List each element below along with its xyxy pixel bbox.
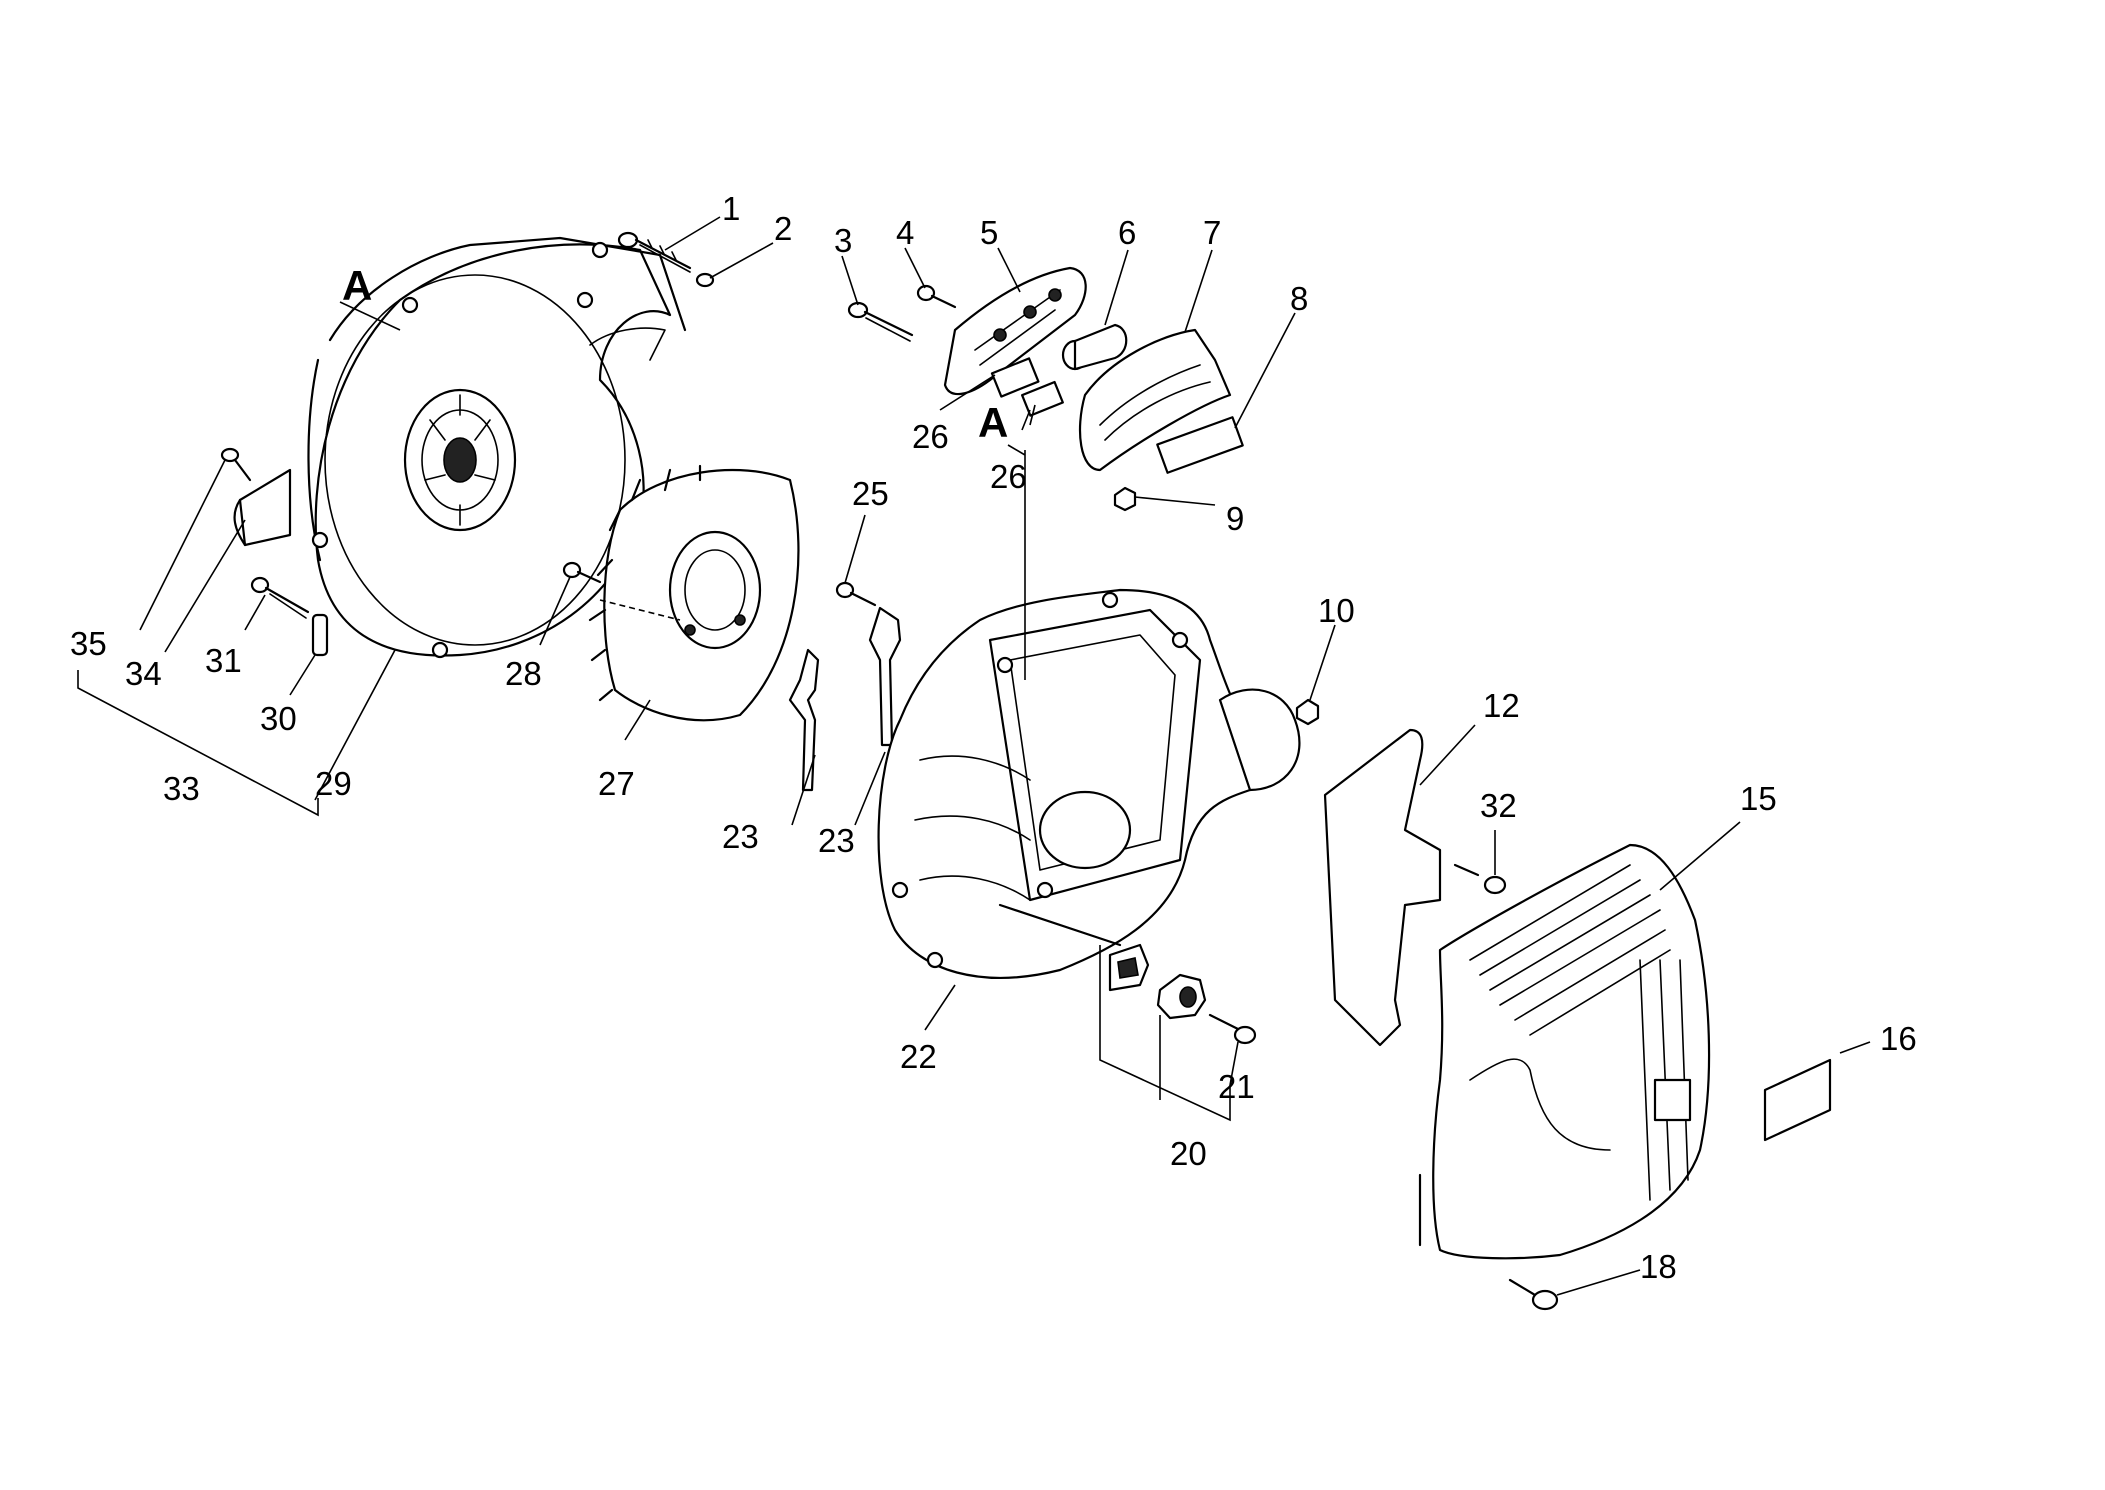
bolt-28 <box>562 561 602 584</box>
callout-16: 16 <box>1880 1020 1917 1057</box>
callout-20: 20 <box>1170 1135 1207 1172</box>
nut-9 <box>1113 486 1137 512</box>
label-26-b <box>1021 380 1064 417</box>
callout-33: 33 <box>163 770 200 807</box>
bracket-34 <box>220 447 292 547</box>
fan-impeller <box>588 464 800 722</box>
callout-23-right: 23 <box>818 822 855 859</box>
callout-29: 29 <box>315 765 352 802</box>
callout-7: 7 <box>1203 214 1221 251</box>
callout-1: 1 <box>722 190 740 227</box>
callout-3: 3 <box>834 222 852 259</box>
bracket-20-b <box>1156 973 1207 1020</box>
callout-18: 18 <box>1640 1248 1677 1285</box>
callout-2: 2 <box>774 210 792 247</box>
callout-30: 30 <box>260 700 297 737</box>
callout-23-left: 23 <box>722 818 759 855</box>
plate-23-left <box>788 648 820 792</box>
callout-35: 35 <box>70 625 107 662</box>
label-16 <box>1763 1058 1832 1142</box>
callout-4: 4 <box>896 214 914 251</box>
callout-5: 5 <box>980 214 998 251</box>
marker-a-handle: A <box>978 399 1008 446</box>
plate-23-right <box>868 606 902 747</box>
callout-28: 28 <box>505 655 542 692</box>
handle-5 <box>943 266 1087 396</box>
callout-27: 27 <box>598 765 635 802</box>
heat-shield-12 <box>1323 728 1442 1047</box>
label-26-a <box>990 357 1040 398</box>
bolt-21 <box>1208 1013 1257 1045</box>
nut-10 <box>1295 698 1320 726</box>
callout-31: 31 <box>205 642 242 679</box>
callout-labels: A A 1 2 3 4 5 6 7 8 9 10 12 15 16 18 20 … <box>70 190 1917 1285</box>
callout-32: 32 <box>1480 787 1517 824</box>
leader-lines <box>77 216 1871 1296</box>
callout-10: 10 <box>1318 592 1355 629</box>
spacer-6 <box>1061 323 1128 371</box>
bolt-18 <box>1508 1278 1559 1311</box>
fan-case <box>307 236 687 659</box>
marker-a-fan-case: A <box>342 262 372 309</box>
callout-26-b: 26 <box>990 458 1027 495</box>
callout-21: 21 <box>1218 1068 1255 1105</box>
callout-6: 6 <box>1118 214 1136 251</box>
callout-15: 15 <box>1740 780 1777 817</box>
callout-34: 34 <box>125 655 162 692</box>
callout-9: 9 <box>1226 500 1244 537</box>
callout-26-a: 26 <box>912 418 949 455</box>
washer-2 <box>695 272 715 288</box>
clip-30 <box>311 613 329 657</box>
callout-12: 12 <box>1483 687 1520 724</box>
callout-8: 8 <box>1290 280 1308 317</box>
bolt-4 <box>916 284 957 309</box>
muffler-cover-15 <box>1418 843 1711 1260</box>
label-8 <box>1156 416 1244 474</box>
bolt-3 <box>847 301 914 342</box>
bolt-31 <box>250 576 310 619</box>
bolt-25 <box>835 581 877 607</box>
handle-7 <box>1078 328 1232 472</box>
bracket-20-a <box>1108 943 1150 992</box>
callout-25: 25 <box>852 475 889 512</box>
bolt-1 <box>617 231 692 273</box>
blower-housing <box>877 588 1301 979</box>
callout-22: 22 <box>900 1038 937 1075</box>
bolt-32 <box>1453 863 1507 895</box>
